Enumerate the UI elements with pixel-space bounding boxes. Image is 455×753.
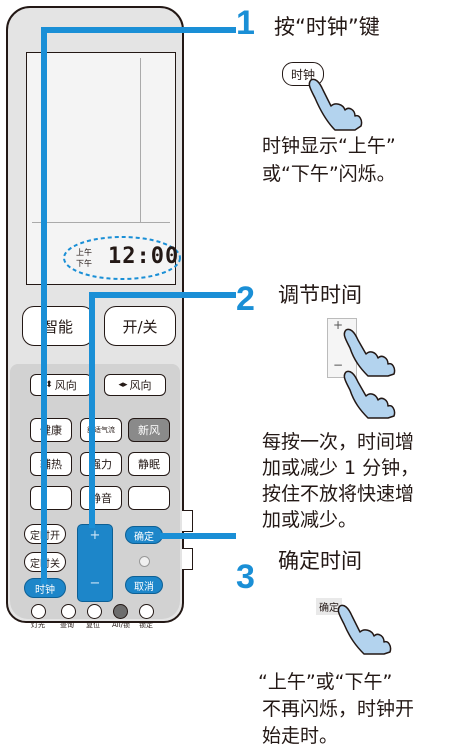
lcd-screen [26,52,176,285]
time-highlight-ellipse [63,236,181,280]
fresh-air-label: 新风 [138,424,160,437]
cancel-label: 取消 [134,581,154,593]
quiet-button[interactable]: 静音 [80,486,122,510]
step-2-title: 调节时间 [278,283,362,307]
sleep-label: 静眠 [138,458,160,471]
blank-button-left[interactable] [30,486,72,510]
step-1-number: 1 [236,4,255,42]
strong-label: 强力 [90,458,112,471]
all-child-label: All/锁 [112,621,131,629]
step-3-desc-line-3: 始走时。 [262,725,339,747]
indicator-dot [139,556,150,567]
lcd-time: 12:00 [108,244,180,269]
callout-line-step-1 [41,27,236,584]
fresh-air-button[interactable]: 新风 [128,418,170,442]
reset-button[interactable] [87,604,102,619]
step-1-clock-key-label: 时钟 [290,67,315,82]
minus-button[interactable]: − [89,576,101,591]
healthy-button[interactable]: 健康 [30,418,72,442]
swing-horizontal-button[interactable]: ◂▸ 风向 [104,374,166,396]
leftright-arrow-icon: ◂▸ [118,380,128,390]
step-1-title: 按“时钟”键 [274,15,380,39]
finger-press-minus-icon [343,370,396,419]
finger-press-icon [308,78,363,131]
updown-arrow-icon: ⬍ [45,380,53,390]
query-label: 查询 [60,621,74,629]
step-3-number: 3 [236,558,255,596]
step-2-desc-line-2: 加或减少 1 分钟， [262,457,420,479]
step-2-desc-line-3: 按住不放将快速增 [262,483,415,505]
power-label: 开/关 [122,317,158,336]
lcd-inner-line [140,58,141,223]
lcd-inner-line-h [32,222,170,223]
step-3-desc-line-1: “上午”或“下午” [258,671,393,693]
finger-press-confirm-icon [337,604,392,655]
step-2-desc-line-1: 每按一次，时间增 [262,431,415,453]
step-1-desc-line-1: 时钟显示“上午” [262,135,396,157]
lock-button[interactable] [139,604,154,619]
sleep-button[interactable]: 静眠 [128,452,170,476]
smart-button[interactable]: 智能 [22,306,94,346]
swing-vertical-label: 风向 [54,379,77,392]
step-2-minus-label: − [333,358,344,372]
comfort-airflow-button[interactable]: 舒适气流 [80,418,122,442]
cancel-button[interactable]: 取消 [125,576,163,594]
smart-label: 智能 [42,317,73,336]
step-2-desc-line-4: 加或减少。 [262,509,358,531]
strong-button[interactable]: 强力 [80,452,122,476]
finger-press-plus-icon [343,328,396,377]
lock-label: 锁定 [139,621,153,629]
lcd-am-label: 上午 [76,248,92,257]
all-child-button[interactable] [113,604,128,619]
swing-horizontal-label: 风向 [129,379,152,392]
callout-line-step-2 [89,292,236,528]
step-2-plus-label: + [333,318,344,332]
light-label: 灯光 [31,621,45,629]
reset-label: 复位 [86,621,100,629]
step-2-number: 2 [236,280,255,318]
step-3-desc-line-2: 不再闪烁，时钟开 [262,698,415,720]
power-button[interactable]: 开/关 [104,306,176,346]
step-3-title: 确定时间 [278,549,362,573]
clock-label: 时钟 [35,584,55,596]
adjust-rocker [77,524,113,602]
query-button[interactable] [61,604,76,619]
comfort-airflow-label: 舒适气流 [87,426,115,434]
plus-button[interactable]: + [89,528,101,543]
confirm-label: 确定 [134,531,154,543]
blank-button-right[interactable] [128,486,170,510]
step-3-confirm-key-label: 确定 [316,598,342,615]
side-tab-upper [182,510,193,532]
step-1-desc-line-2: 或“下午”闪烁。 [262,163,396,185]
lcd-pm-label: 下午 [76,259,92,268]
quiet-label: 静音 [90,492,112,505]
side-tab-lower [182,548,193,570]
light-button[interactable] [31,604,46,619]
